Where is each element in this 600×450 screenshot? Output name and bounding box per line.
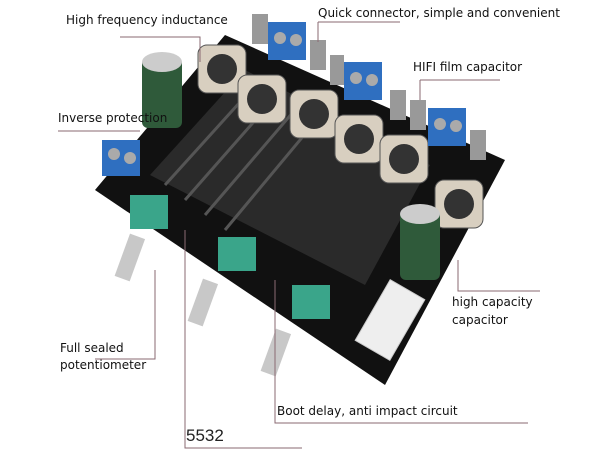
callout-pot-line2: potentiometer	[60, 358, 147, 372]
callout-connector: Quick connector, simple and convenient	[318, 6, 560, 20]
inductors	[197, 44, 484, 229]
inductor-core	[444, 189, 474, 219]
white-connector	[354, 279, 426, 361]
callout-chip: 5532	[186, 426, 224, 445]
callout-inverse-protection: Inverse protection	[58, 111, 168, 125]
callout-capacitor-line2: capacitor	[452, 313, 508, 327]
callout-boot-delay: Boot delay, anti impact circuit	[277, 404, 458, 418]
inductor-core	[247, 84, 277, 114]
terminal-blocks	[102, 22, 466, 176]
inductor-core	[207, 54, 237, 84]
callout-film-capacitor: HIFI film capacitor	[413, 60, 523, 74]
callout-capacitor-line1: high capacity	[452, 295, 533, 309]
callout-pot-line1: Full sealed	[60, 341, 124, 355]
callout-inductance: High frequency inductance	[66, 13, 228, 27]
inductor-core	[299, 99, 329, 129]
inductor-core	[389, 144, 419, 174]
inductor-core	[344, 124, 374, 154]
electrolytic-capacitors	[142, 52, 440, 280]
callout-lines	[58, 21, 540, 449]
potentiometers	[114, 195, 330, 377]
film-capacitors	[252, 14, 486, 160]
